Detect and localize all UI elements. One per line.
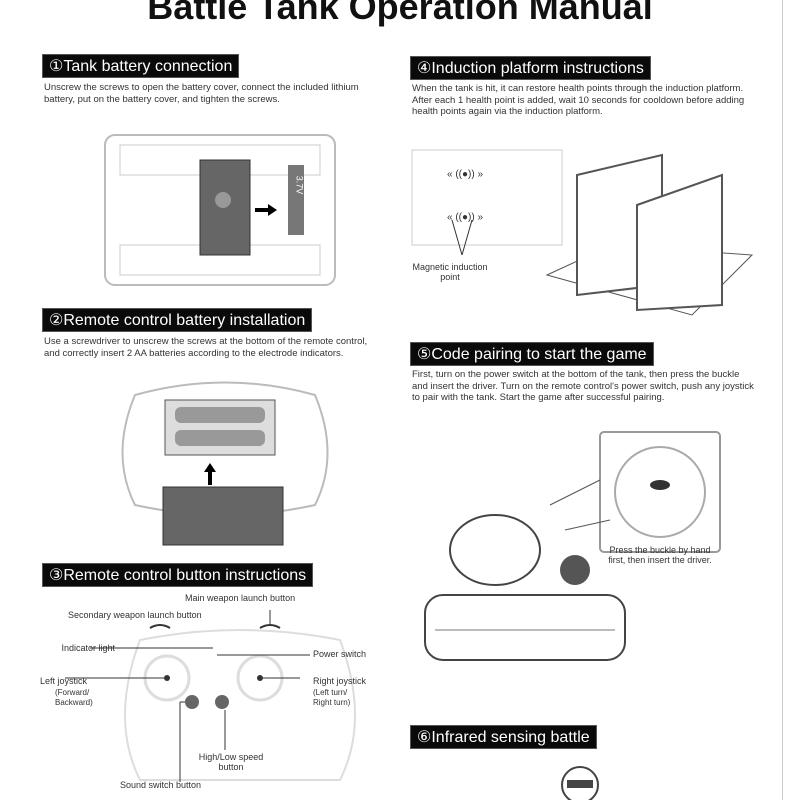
- infrared-battle-illustration: [561, 766, 599, 800]
- indicator-light-label: Indicator light: [61, 643, 115, 653]
- page-title: Battle Tank Operation Manual: [147, 0, 653, 27]
- section-6-heading: ⑥Infrared sensing battle: [410, 725, 597, 749]
- remote-battery-illustration: [121, 381, 329, 546]
- svg-text:« ((●)) »: « ((●)) »: [447, 169, 483, 180]
- magnetic-point-label: Magnetic induction point: [412, 262, 488, 282]
- induction-platform-illustration: « ((●)) » « ((●)) »: [411, 149, 754, 316]
- battery-voltage-label: 3.7V: [294, 175, 305, 195]
- speed-button-label: High/Low speed button: [198, 752, 264, 772]
- section-4-heading: ④Induction platform instructions: [410, 56, 651, 80]
- left-joystick-sublabel: (Forward/ Backward): [55, 688, 93, 707]
- section-2-heading: ②Remote control battery installation: [42, 308, 313, 332]
- tank-battery-illustration: [104, 134, 336, 286]
- section-4-text: When the tank is hit, it can restore hea…: [412, 83, 745, 117]
- right-joystick-sublabel: (Left turn/ Right turn): [313, 688, 351, 707]
- main-weapon-label: Main weapon launch button: [185, 593, 296, 603]
- tank-pairing-illustration: [424, 431, 721, 661]
- section-5-text: First, turn on the power switch at the b…: [412, 369, 754, 403]
- section-1-text: Unscrew the screws to open the battery c…: [44, 82, 359, 105]
- section-3-heading: ③Remote control button instructions: [42, 563, 314, 587]
- right-joystick-label: Right joystick: [313, 676, 367, 686]
- svg-text:« ((●)) »: « ((●)) »: [447, 212, 483, 223]
- buckle-instruction-label: Press the buckle by hand first, then ins…: [608, 545, 712, 565]
- secondary-weapon-label: Secondary weapon launch button: [68, 610, 202, 620]
- remote-control-diagram: [65, 610, 356, 782]
- left-joystick-label: Left joystick: [40, 676, 88, 686]
- page-edge: [782, 0, 783, 800]
- section-5-heading: ⑤Code pairing to start the game: [410, 342, 654, 366]
- sound-switch-label: Sound switch button: [120, 780, 202, 790]
- section-2-text: Use a screwdriver to unscrew the screws …: [44, 336, 368, 359]
- power-switch-label: Power switch: [313, 649, 367, 659]
- section-1-heading: ①Tank battery connection: [42, 54, 240, 78]
